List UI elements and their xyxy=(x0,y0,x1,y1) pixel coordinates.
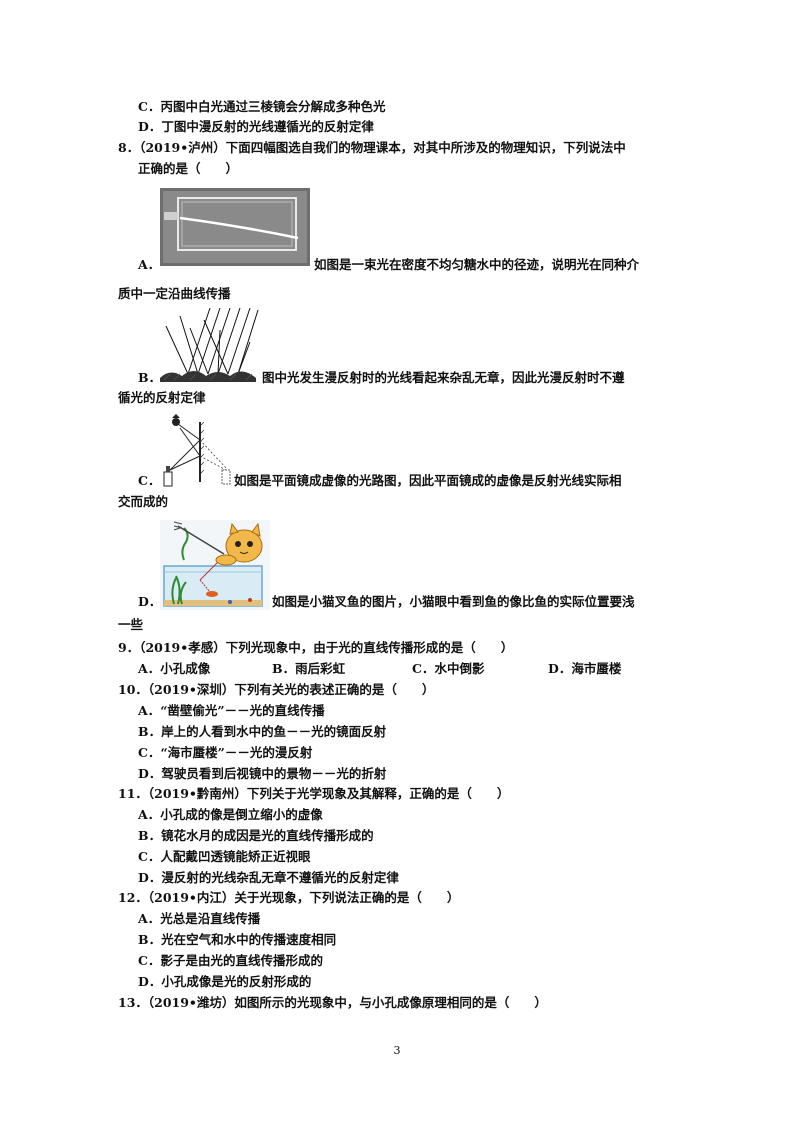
q8-option-a-label: A． xyxy=(138,257,161,272)
q12-option-b: B．光在空气和水中的传播速度相同 xyxy=(138,932,337,947)
q9-option-c: C．水中倒影 xyxy=(412,661,485,676)
q13-stem: 13．（2019•潍坊）如图所示的光现象中，与小孔成像原理相同的是（ ） xyxy=(118,995,547,1010)
q8-stem: 8．（2019•泸州）下面四幅图选自我们的物理课本，对其中所涉及的物理知识，下列… xyxy=(118,140,626,155)
q9-option-a: A．小孔成像 xyxy=(138,661,211,676)
q8-option-c-text: 如图是平面镜成虚像的光路图，因此平面镜成的虚像是反射光线实际相 xyxy=(234,473,622,488)
q8-option-d-label: D． xyxy=(138,594,162,609)
q11-option-c: C．人配戴凹透镜能矫正近视眼 xyxy=(138,849,311,864)
q10-option-c: C．“海市蜃楼”－－光的漫反射 xyxy=(138,745,313,760)
q8-option-b-text-cont: 循光的反射定律 xyxy=(118,390,206,405)
q8-option-c-label: C． xyxy=(138,473,161,488)
q8-option-c-text-cont: 交而成的 xyxy=(118,494,169,509)
q9-option-d: D．海市蜃楼 xyxy=(548,661,622,676)
q10-option-d: D．驾驶员看到后视镜中的景物－－光的折射 xyxy=(138,766,387,781)
option-d-prev: D．丁图中漫反射的光线遵循光的反射定律 xyxy=(138,119,374,134)
q11-option-a: A．小孔成的像是倒立缩小的虚像 xyxy=(138,807,323,822)
q9-stem: 9．（2019•孝感）下列光现象中，由于光的直线传播形成的是（ ） xyxy=(118,640,514,655)
page-number: 3 xyxy=(393,1044,401,1057)
q11-option-d: D．漫反射的光线杂乱无章不遵循光的反射定律 xyxy=(138,870,399,885)
q12-option-a: A．光总是沿直线传播 xyxy=(138,911,261,926)
q8-option-b-text: 图中光发生漫反射时的光线看起来杂乱无章，因此光漫反射时不遵 xyxy=(262,370,625,385)
q11-option-b: B．镜花水月的成因是光的直线传播形成的 xyxy=(138,828,374,843)
q10-stem: 10．（2019•深圳）下列有关光的表述正确的是（ ） xyxy=(118,682,435,697)
q11-stem: 11．（2019•黔南州）下列关于光学现象及其解释，正确的是（ ） xyxy=(118,786,510,801)
q8-option-a-text: 如图是一束光在密度不均匀糖水中的径迹，说明光在同种介 xyxy=(314,257,640,272)
q8-option-d-text-cont: 一些 xyxy=(118,617,144,632)
diffuse-reflection-diagram xyxy=(160,306,260,382)
q12-option-d: D．小孔成像是光的反射形成的 xyxy=(138,974,312,989)
q8-option-b-label: B． xyxy=(138,370,162,385)
q8-stem-cont: 正确的是（ ） xyxy=(138,161,239,176)
q9-option-b: B．雨后彩虹 xyxy=(272,661,346,676)
plane-mirror-diagram xyxy=(160,412,232,490)
q12-stem: 12．（2019•内江）关于光现象，下列说法正确的是（ ） xyxy=(118,890,460,905)
option-c-prev: C．丙图中白光通过三棱镜会分解成多种色光 xyxy=(138,99,386,114)
q8-option-d-text: 如图是小猫叉鱼的图片，小猫眼中看到鱼的像比鱼的实际位置要浅 xyxy=(272,594,635,609)
q10-option-a: A．“凿壁偷光”－－光的直线传播 xyxy=(138,703,325,718)
q12-option-c: C．影子是由光的直线传播形成的 xyxy=(138,953,323,968)
sugar-water-photo xyxy=(160,188,310,266)
cat-fishing-picture xyxy=(160,520,270,610)
q8-option-a-text-cont: 质中一定沿曲线传播 xyxy=(118,286,231,301)
q10-option-b: B．岸上的人看到水中的鱼－－光的镜面反射 xyxy=(138,724,387,739)
